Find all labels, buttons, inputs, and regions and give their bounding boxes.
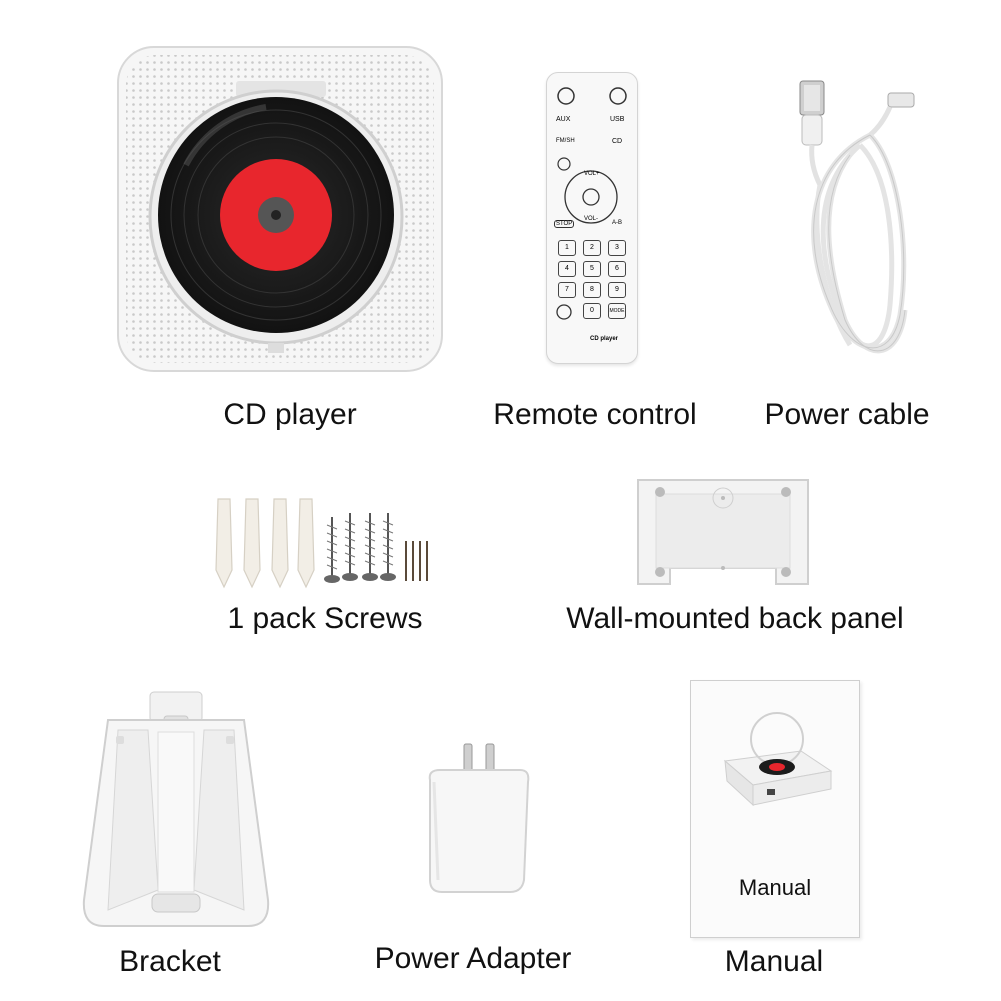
caption-remote: Remote control: [493, 398, 697, 431]
remote-key: 0: [583, 303, 601, 319]
remote-key: 6: [608, 261, 626, 277]
manual-image: Manual: [690, 680, 860, 938]
remote-key: 7: [558, 282, 576, 298]
screws-image: [210, 495, 435, 590]
back-panel-image: [636, 478, 810, 586]
caption-screws: 1 pack Screws: [227, 602, 423, 635]
remote-key: 5: [583, 261, 601, 277]
power-cable-image: [790, 75, 930, 375]
remote-key: 1: [558, 240, 576, 256]
remote-cd-label: CD: [612, 138, 623, 145]
remote-key: 9: [608, 282, 626, 298]
manual-cover-text: Manual: [738, 875, 812, 900]
caption-adapter: Power Adapter: [374, 942, 572, 975]
remote-key: 2: [583, 240, 601, 256]
remote-number-pad: 1 2 3 4 5 6 7 8 9 0 MODE: [558, 240, 626, 319]
caption-cable: Power cable: [764, 398, 930, 431]
cd-player-image: [116, 45, 444, 373]
remote-key: 8: [583, 282, 601, 298]
remote-aux-label: AUX: [556, 116, 571, 123]
caption-manual: Manual: [724, 945, 824, 978]
remote-usb-label: USB: [610, 116, 625, 123]
remote-vol-up-label: VOL+: [584, 171, 600, 177]
caption-cd-player: CD player: [223, 398, 357, 431]
remote-stop-label: STOP: [554, 220, 575, 228]
remote-vol-down-label: VOL-: [584, 216, 599, 222]
remote-brand-label: CD player: [590, 336, 619, 342]
remote-key: 4: [558, 261, 576, 277]
caption-bracket: Bracket: [119, 945, 221, 978]
remote-key-mode: MODE: [608, 303, 626, 319]
remote-fm-label: FM/SH: [556, 138, 575, 144]
remote-control-image: AUX USB FM/SH CD VOL+ VOL- STOP A-B 1 2 …: [546, 72, 638, 364]
caption-back-panel: Wall-mounted back panel: [566, 602, 904, 635]
remote-ab-label: A-B: [612, 220, 623, 226]
remote-key: 3: [608, 240, 626, 256]
bracket-image: [78, 690, 274, 930]
power-adapter-image: [420, 740, 532, 895]
